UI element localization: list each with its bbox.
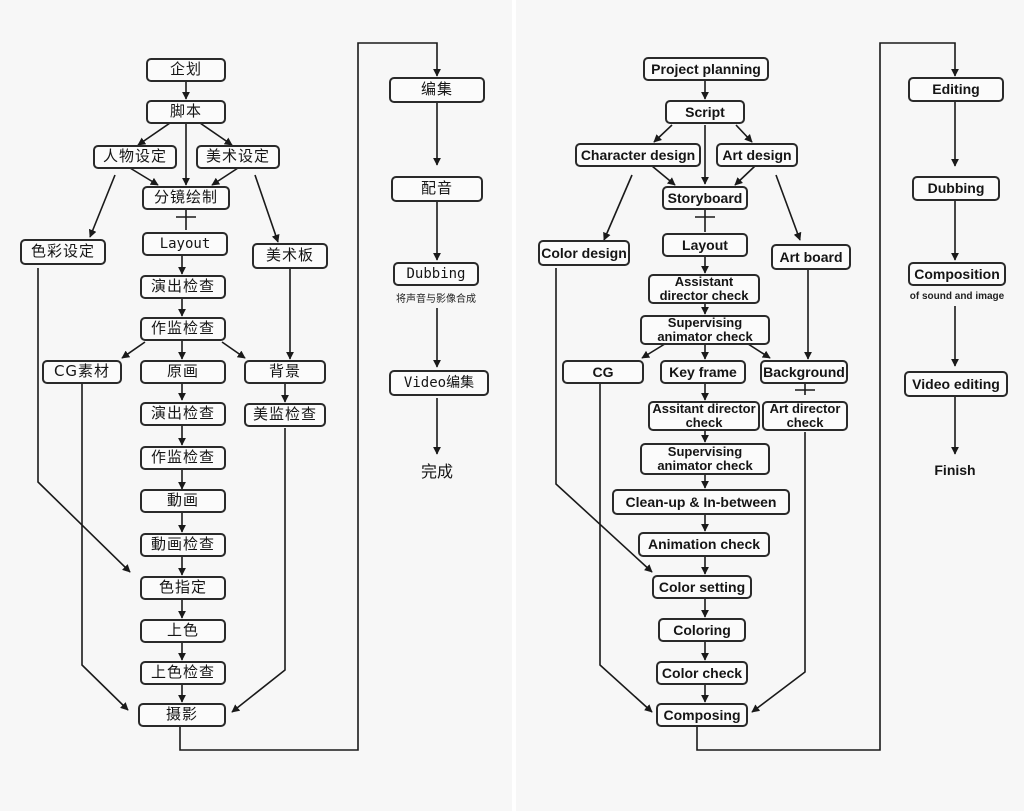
cn-color-setting-box: 色指定 [140,576,226,600]
cn-animation-check-box: 動画检查 [140,533,226,557]
cn-video-editing-box: Video编集 [389,370,489,396]
cn-planning-box: 企划 [146,58,226,82]
cn-key-frame-box: 原画 [140,360,226,384]
cn-art-design-box: 美术设定 [196,145,280,169]
en-video-editing-box: Video editing [904,371,1008,397]
en-art-director-check-box: Art director check [762,401,848,431]
cn-composing-box: 摄影 [138,703,226,727]
en-dubbing-box: Dubbing [912,176,1000,201]
cn-script-box: 脚本 [146,100,226,124]
en-character-design-box: Character design [575,143,701,167]
en-color-setting-box: Color setting [652,575,752,599]
cn-finish-label: 完成 [420,462,453,481]
en-supervisor-check-box: Supervising animator check [640,315,770,345]
en-script-box: Script [665,100,745,124]
en-composition-box: Composition [908,262,1006,286]
en-background-box: Background [760,360,848,384]
en-supervisor-check-2-box: Supervising animator check [640,443,770,475]
en-key-frame-box: Key frame [660,360,746,384]
en-cg-box: CG [562,360,644,384]
en-layout-box: Layout [662,233,748,257]
cn-cg-box: CG素材 [42,360,122,384]
cn-coloring-box: 上色 [140,619,226,643]
en-art-design-box: Art design [716,143,798,167]
cn-dubbing-en-box: Dubbing [393,262,479,286]
cn-art-board-box: 美术板 [252,243,328,269]
cn-dubbing-box: 配音 [391,176,483,202]
cn-inbetween-box: 動画 [140,489,226,513]
cn-storyboard-box: 分镜绘制 [142,186,230,210]
en-composing-box: Composing [656,703,748,727]
en-color-design-box: Color design [538,240,630,266]
en-editing-box: Editing [908,77,1004,102]
en-art-board-box: Art board [771,244,851,270]
cn-color-design-box: 色彩设定 [20,239,106,265]
cn-supervisor-check-box: 作监检查 [140,317,226,341]
cn-art-director-check-box: 美监检查 [244,403,326,427]
en-composition-note: of sound and image [909,291,1005,302]
cn-character-design-box: 人物设定 [93,145,177,169]
cn-supervisor-check-2-box: 作监检查 [140,446,226,470]
en-inbetween-box: Clean-up & In-between [612,489,790,515]
cn-director-check-2-box: 演出检查 [140,402,226,426]
cn-background-box: 背景 [244,360,326,384]
cn-layout-box: Layout [142,232,228,256]
cn-editing-box: 编集 [389,77,485,103]
en-storyboard-box: Storyboard [662,186,748,210]
en-director-check-2-box: Assitant director check [648,401,760,431]
en-color-check-box: Color check [656,661,748,685]
cn-dubbing-note: 将声音与影像合成 [396,294,476,305]
en-animation-check-box: Animation check [638,532,770,557]
cn-color-check-box: 上色检查 [140,661,226,685]
en-planning-box: Project planning [643,57,769,81]
en-finish-label: Finish [934,462,976,478]
en-coloring-box: Coloring [658,618,746,642]
en-director-check-box: Assistant director check [648,274,760,304]
cn-director-check-box: 演出检查 [140,275,226,299]
